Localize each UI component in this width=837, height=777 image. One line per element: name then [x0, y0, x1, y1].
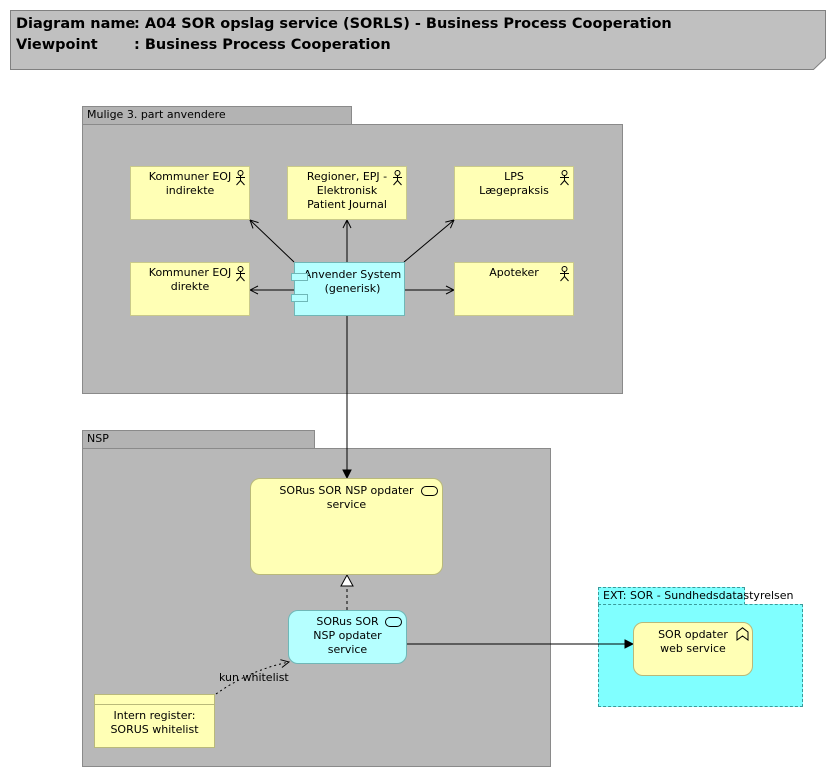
service-sorus-nsp-app[interactable]: SORus SOR NSP opdater service [288, 610, 407, 664]
business-actor-icon [236, 170, 245, 186]
actor-regioner-line2: Elektronisk [316, 184, 378, 197]
service-sorus-nsp-business-line1: SORus SOR NSP opdater [279, 484, 414, 497]
edge-whitelist-access[interactable] [215, 662, 289, 695]
function-sor-web-service[interactable]: SOR opdater web service [633, 622, 753, 676]
group-third-party-tab[interactable]: Mulige 3. part anvendere [82, 106, 352, 125]
component-anvender-system-line2: (generisk) [324, 282, 381, 295]
business-function-icon [736, 627, 749, 641]
viewpoint-label: Viewpoint [16, 37, 98, 53]
actor-regioner-line1: Regioner, EPJ - [306, 170, 388, 183]
actor-regioner[interactable]: Regioner, EPJ - Elektronisk Patient Jour… [287, 166, 407, 220]
data-object-intern-register-line1: Intern register: [113, 709, 196, 722]
edge-label-whitelist: kun whitelist [219, 671, 289, 684]
actor-regioner-line3: Patient Journal [307, 198, 387, 211]
service-icon [385, 617, 402, 627]
edge-to-kommuner-indirekte[interactable] [250, 220, 295, 263]
actor-kommuner-indirekte-line2: indirekte [165, 184, 215, 197]
actor-lps-line2: Lægepraksis [479, 184, 549, 197]
viewpoint-row: Viewpoint : Business Process Cooperation [16, 37, 391, 53]
group-third-party-label: Mulige 3. part anvendere [87, 108, 226, 121]
business-actor-icon [236, 266, 245, 282]
actor-kommuner-indirekte-line1: Kommuner EOJ [148, 170, 232, 183]
component-tab-icon [291, 273, 308, 281]
data-object-intern-register[interactable]: Intern register: SORUS whitelist [94, 694, 215, 748]
group-nsp-tab[interactable]: NSP [82, 430, 315, 449]
header-frame [10, 10, 826, 70]
actor-lps[interactable]: LPS Lægepraksis [454, 166, 574, 220]
component-tab-icon [291, 294, 308, 302]
actor-kommuner-direkte[interactable]: Kommuner EOJ direkte [130, 262, 250, 316]
function-sor-web-service-line2: web service [660, 642, 726, 655]
diagram-name-label: Diagram name [16, 16, 136, 32]
actor-apoteker[interactable]: Apoteker [454, 262, 574, 316]
function-sor-web-service-line1: SOR opdater [658, 628, 728, 641]
group-ext-sor-tab[interactable]: EXT: SOR - Sundhedsdatastyrelsen [598, 587, 794, 605]
actor-lps-line1: LPS [504, 170, 524, 183]
actor-apoteker-line1: Apoteker [489, 266, 539, 279]
component-anvender-system[interactable]: Anvender System (generisk) [291, 262, 405, 316]
diagram-name-value: : A04 SOR opslag service (SORLS) - Busin… [134, 16, 672, 32]
group-nsp-label: NSP [87, 432, 109, 445]
service-sorus-nsp-business[interactable]: SORus SOR NSP opdater service [250, 478, 443, 575]
actor-kommuner-indirekte[interactable]: Kommuner EOJ indirekte [130, 166, 250, 220]
actor-kommuner-direkte-line1: Kommuner EOJ [148, 266, 232, 279]
actor-kommuner-direkte-line2: direkte [170, 280, 210, 293]
business-actor-icon [393, 170, 402, 186]
edge-to-lps[interactable] [403, 220, 454, 263]
diagram-name-row: Diagram name: A04 SOR opslag service (SO… [16, 16, 672, 32]
business-actor-icon [560, 266, 569, 282]
service-sorus-nsp-business-line2: service [326, 498, 367, 511]
service-sorus-nsp-app-line1: SORus SOR [316, 615, 379, 628]
component-anvender-system-line1: Anvender System [303, 268, 402, 281]
business-actor-icon [560, 170, 569, 186]
diagram-header: Diagram name: A04 SOR opslag service (SO… [10, 10, 826, 70]
service-sorus-nsp-app-line3: service [327, 643, 368, 656]
data-object-header-band [95, 695, 214, 705]
data-object-intern-register-line2: SORUS whitelist [110, 723, 199, 736]
viewpoint-value: : Business Process Cooperation [134, 37, 391, 53]
service-icon [421, 486, 438, 496]
group-ext-sor-label: EXT: SOR - Sundhedsdatastyrelsen [603, 589, 794, 602]
service-sorus-nsp-app-line2: NSP opdater [313, 629, 382, 642]
